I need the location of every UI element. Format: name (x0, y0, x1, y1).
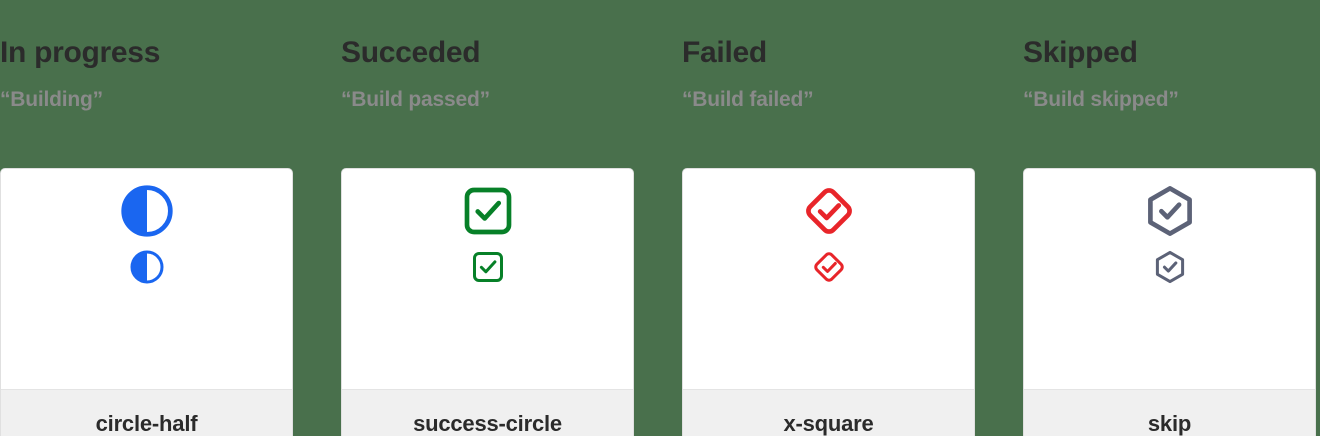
status-column-in-progress: In progress “Building” circle- (0, 0, 293, 436)
circle-half-icon (119, 183, 175, 239)
icon-card-success-circle[interactable]: success-circle (341, 168, 634, 436)
status-column-failed: Failed “Build failed” (682, 0, 975, 436)
icon-card-footer: success-circle (342, 389, 633, 436)
icon-card-footer: skip (1024, 389, 1315, 436)
icon-name-label: skip (1147, 410, 1192, 436)
icon-preview-area (1, 169, 292, 389)
skip-icon (1142, 183, 1198, 239)
icon-card-footer: x-square (683, 389, 974, 436)
column-heading: Failed (682, 36, 767, 69)
skip-icon-small (1152, 249, 1188, 285)
icon-name-label: success-circle (413, 410, 562, 436)
icon-name-label: circle-half (95, 410, 198, 436)
x-square-icon (801, 183, 857, 239)
status-column-succeded: Succeded “Build passed” succes (341, 0, 634, 436)
x-square-icon-small (811, 249, 847, 285)
column-heading: Skipped (1023, 36, 1138, 69)
column-heading: In progress (0, 36, 161, 69)
column-subheading: “Build skipped” (1023, 88, 1179, 111)
column-subheading: “Build passed” (341, 88, 490, 111)
icon-name-label: x-square (783, 410, 874, 436)
status-column-skipped: Skipped “Build skipped” skip (1023, 0, 1316, 436)
column-subheading: “Build failed” (682, 88, 814, 111)
icon-preview-area (1024, 169, 1315, 389)
column-subheading: “Building” (0, 88, 103, 111)
icon-preview-area (683, 169, 974, 389)
icon-card-footer: circle-half (1, 389, 292, 436)
success-circle-icon-small (470, 249, 506, 285)
icon-card-circle-half[interactable]: circle-half (0, 168, 293, 436)
icon-card-x-square[interactable]: x-square (682, 168, 975, 436)
column-heading: Succeded (341, 36, 481, 69)
icon-preview-area (342, 169, 633, 389)
circle-half-icon-small (129, 249, 165, 285)
success-circle-icon (460, 183, 516, 239)
icon-card-skip[interactable]: skip (1023, 168, 1316, 436)
